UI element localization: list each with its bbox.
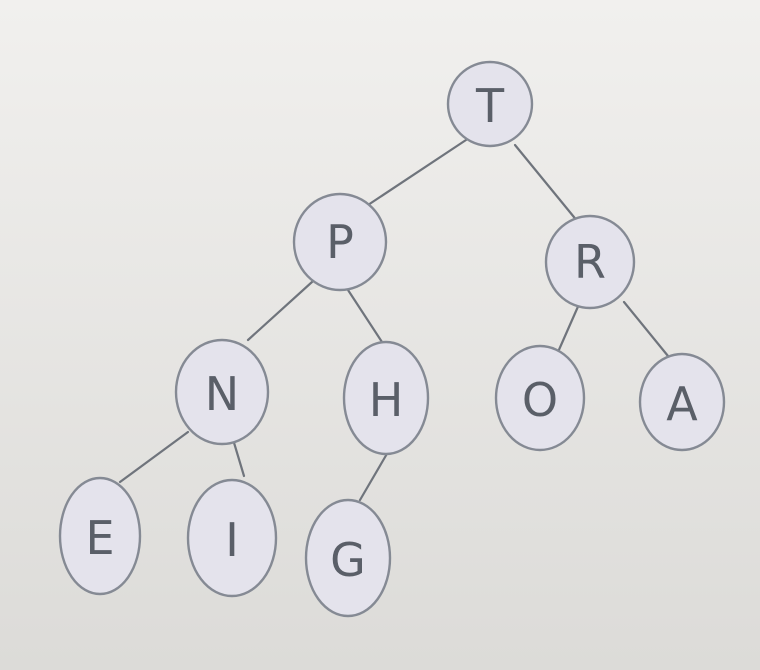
node-g-label: G <box>330 533 366 587</box>
node-g-circle <box>304 498 392 618</box>
node-a-label: A <box>666 377 698 431</box>
node-r: R <box>544 214 636 310</box>
edge-t-r <box>513 143 580 224</box>
node-o-label: O <box>522 373 558 427</box>
node-r-label: R <box>574 235 606 289</box>
node-g: G <box>304 498 392 618</box>
node-h-circle <box>342 340 430 456</box>
node-p: P <box>292 192 388 292</box>
node-t: T <box>446 60 534 148</box>
node-n-circle <box>174 338 270 446</box>
edge-r-o <box>556 300 582 354</box>
node-h-label: H <box>369 373 404 427</box>
node-i-circle <box>186 478 278 598</box>
node-a-circle <box>638 352 726 452</box>
edge-t-p <box>366 138 468 207</box>
node-n: N <box>174 338 270 446</box>
edge-p-n <box>246 280 314 342</box>
node-t-label: T <box>475 79 505 133</box>
node-p-label: P <box>326 215 354 269</box>
edge-p-h <box>346 288 384 344</box>
node-h: H <box>342 340 430 456</box>
node-r-circle <box>544 214 636 310</box>
node-e: E <box>58 476 142 596</box>
edge-n-e <box>118 430 190 484</box>
node-o-circle <box>494 344 586 452</box>
node-t-circle <box>446 60 534 148</box>
node-e-label: E <box>85 511 114 565</box>
node-o: O <box>494 344 586 452</box>
node-i-label: I <box>225 513 239 567</box>
edge-r-a <box>622 300 670 358</box>
node-e-circle <box>58 476 142 596</box>
node-n-label: N <box>205 367 239 421</box>
node-i: I <box>186 478 278 598</box>
node-a: A <box>638 352 726 452</box>
node-p-circle <box>292 192 388 292</box>
edge-h-g <box>358 450 390 502</box>
